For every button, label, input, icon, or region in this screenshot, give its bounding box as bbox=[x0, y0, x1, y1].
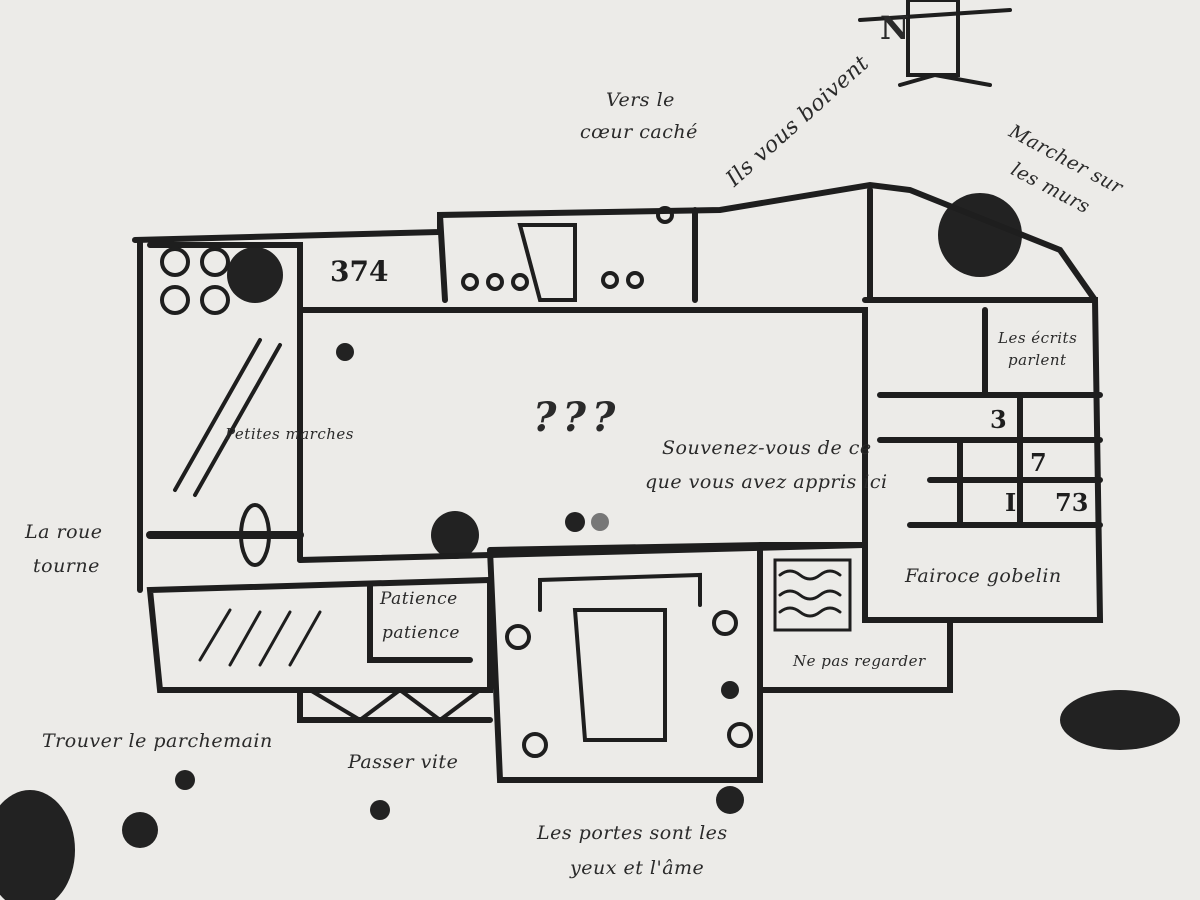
label-wheel-line1: La roue bbox=[25, 521, 103, 543]
glyph-tile: 7 bbox=[1030, 448, 1047, 477]
label-steps: Petites marches bbox=[225, 425, 354, 443]
label-patience-line1: Patience bbox=[380, 589, 458, 609]
label-nolook: Ne pas regarder bbox=[793, 652, 926, 670]
label-goblin: Fairoce gobelin bbox=[905, 565, 1062, 587]
label-question: ??? bbox=[533, 394, 622, 441]
glyph-tile: 3 bbox=[990, 405, 1007, 434]
label-writings-line1: Les écrits bbox=[998, 329, 1078, 347]
compass-north-label: N bbox=[880, 9, 910, 47]
label-writings-line2: parlent bbox=[1008, 351, 1067, 369]
label-doors-line1: Les portes sont les bbox=[537, 822, 728, 844]
label-doors-line2: yeux et l'âme bbox=[570, 857, 705, 879]
label-remember-line1: Souvenez-vous de ce bbox=[662, 437, 872, 459]
label-remember-line2: que vous avez appris ici bbox=[645, 471, 888, 493]
label-fast: Passer vite bbox=[348, 751, 459, 773]
label-scroll: Trouver le parchemain bbox=[42, 730, 273, 752]
main-hall-wall bbox=[297, 307, 868, 563]
glyph-number: 374 bbox=[330, 255, 389, 288]
ink-stains bbox=[0, 193, 1180, 900]
label-heart-line1: Vers le bbox=[606, 89, 675, 111]
label-heart-line2: cœur caché bbox=[580, 121, 698, 143]
glyph-tile: 73 bbox=[1055, 488, 1089, 517]
center-room-wall bbox=[487, 541, 763, 783]
compass-rose bbox=[858, 0, 1012, 87]
label-patience-line2: patience bbox=[382, 623, 460, 643]
bottom-left-room-wall bbox=[146, 576, 493, 693]
label-wheel-line2: tourne bbox=[33, 555, 100, 577]
glyph-tile: I bbox=[1005, 488, 1017, 517]
